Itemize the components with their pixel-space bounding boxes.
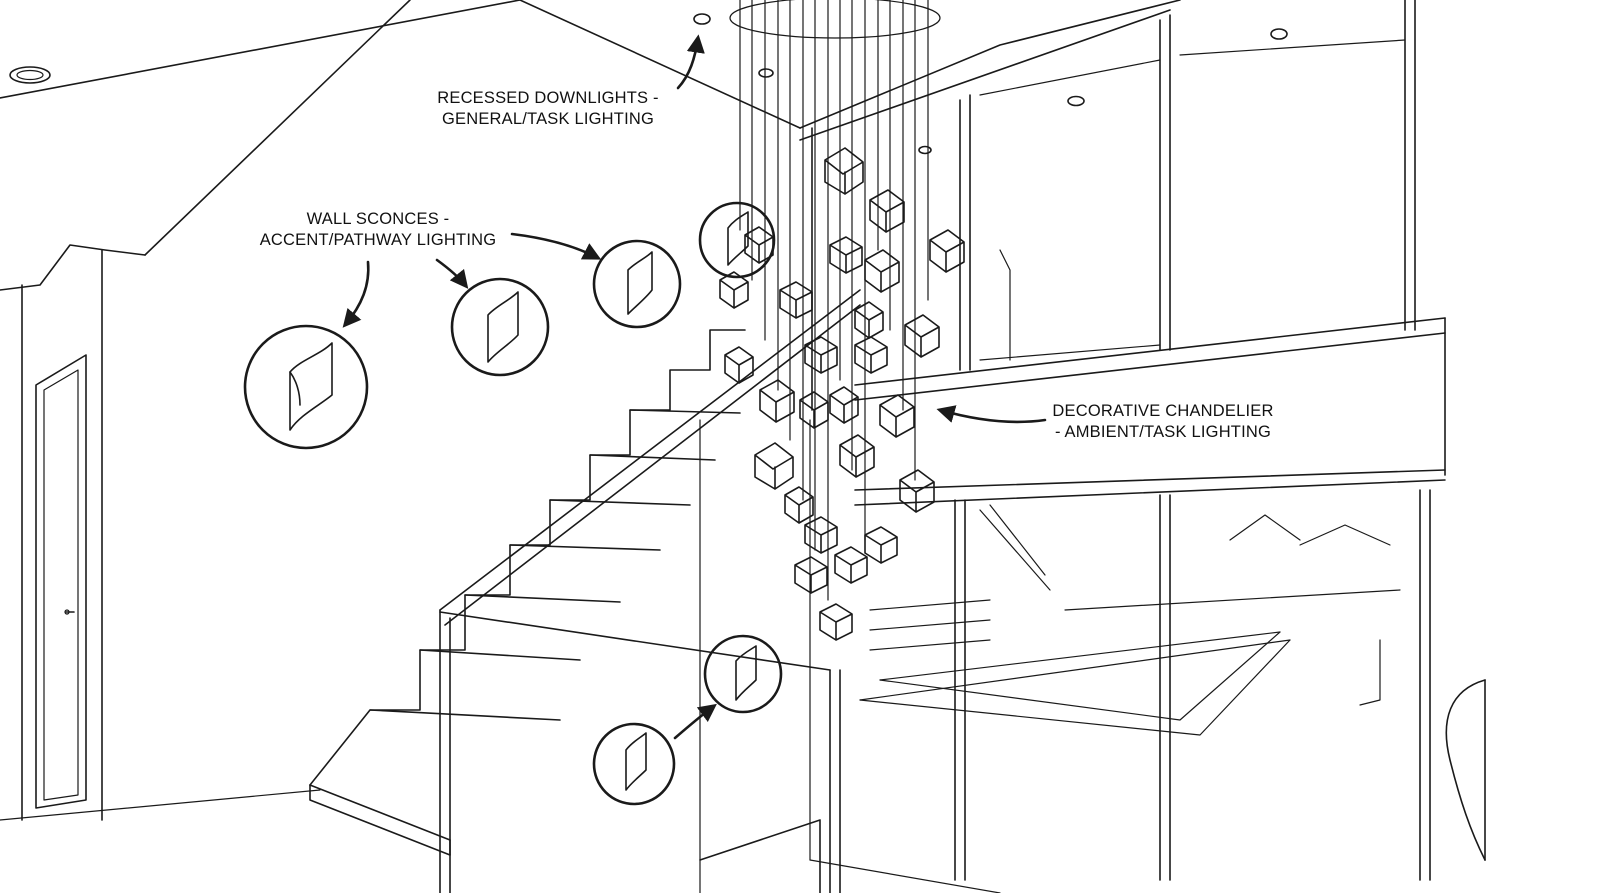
lower-glass-wall <box>859 489 1431 881</box>
downlights-annotation-line1: RECESSED DOWNLIGHTS - <box>437 89 659 107</box>
chandelier-cables <box>729 0 941 601</box>
callout-arrow-icon <box>342 34 1047 740</box>
ceiling-outline <box>0 0 801 821</box>
chandelier-annotation: DECORATIVE CHANDELIER - AMBIENT/TASK LIG… <box>1038 401 1288 443</box>
glass-balustrade <box>439 289 1001 893</box>
sconces-annotation-line2: ACCENT/PATHWAY LIGHTING <box>259 231 497 249</box>
downlights-annotation-line2: GENERAL/TASK LIGHTING <box>441 110 655 128</box>
sconces-annotation: WALL SCONCES - ACCENT/PATHWAY LIGHTING <box>248 209 508 251</box>
wall-sconce-icon <box>1445 679 1486 861</box>
recessed-downlight-icon <box>9 13 1288 155</box>
downlights-annotation: RECESSED DOWNLIGHTS - GENERAL/TASK LIGHT… <box>428 88 668 130</box>
sconce-callout-circles <box>243 201 783 806</box>
staircase <box>309 329 746 856</box>
landing-slab <box>854 317 1446 506</box>
chandelier-annotation-line2: - AMBIENT/TASK LIGHTING <box>1054 423 1272 441</box>
chandelier-annotation-line1: DECORATIVE CHANDELIER <box>1052 402 1274 420</box>
upper-glass-wall <box>799 0 1416 411</box>
sconces-annotation-line1: WALL SCONCES - <box>306 210 450 228</box>
door <box>35 354 87 809</box>
cube-pendant-icon <box>719 147 965 641</box>
